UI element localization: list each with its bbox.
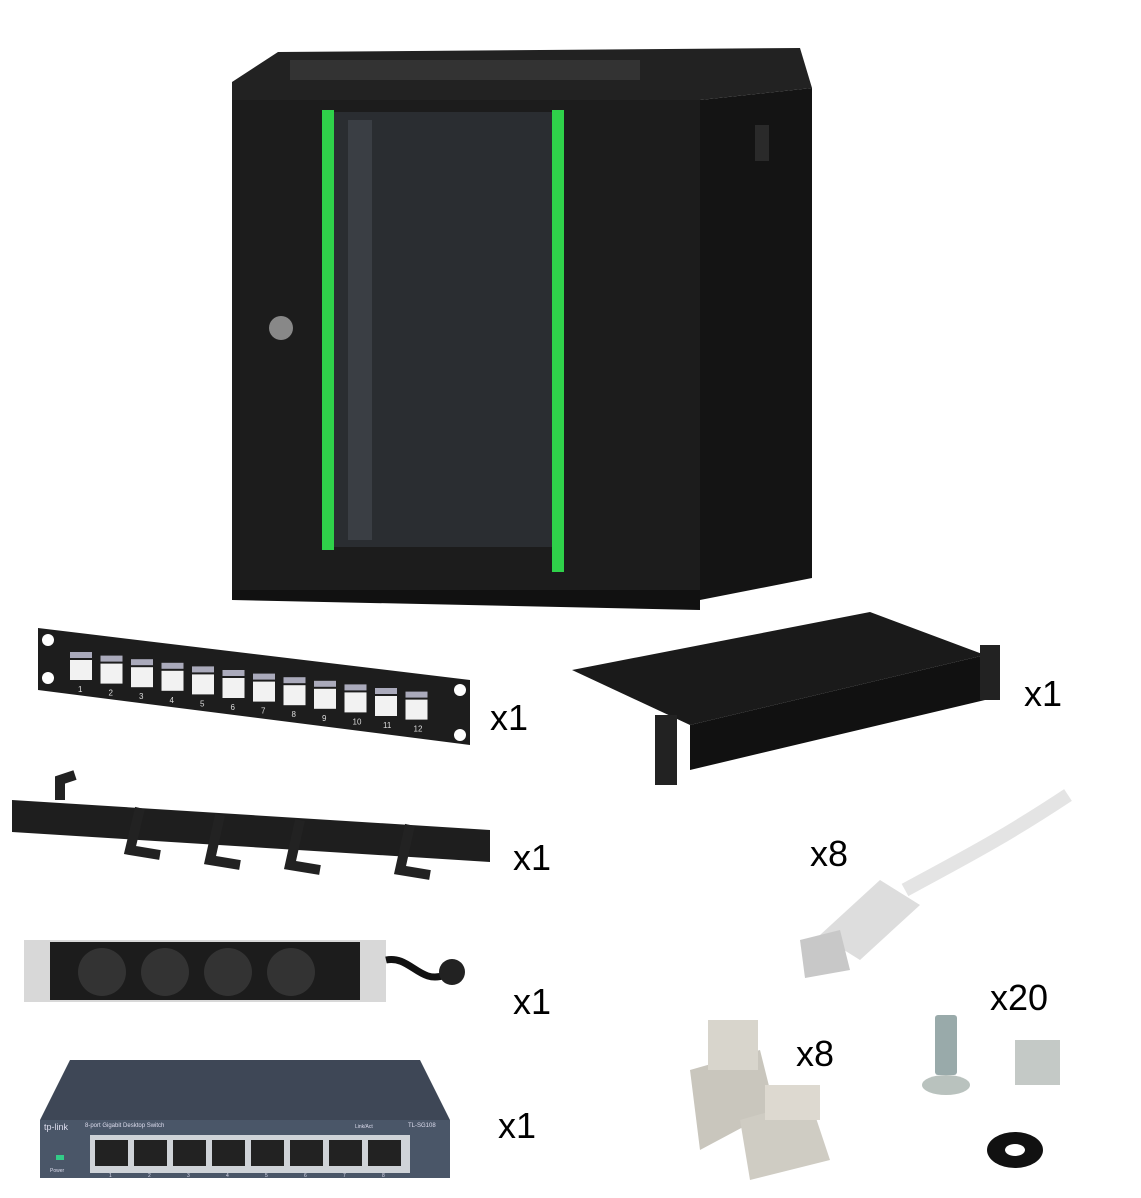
switch-port: [290, 1140, 323, 1166]
patch-panel-port-number: 5: [200, 699, 205, 708]
patch-panel-port-number: 8: [292, 710, 297, 719]
patch-panel-port: [161, 670, 184, 691]
switch-model: TL-SG108: [408, 1123, 436, 1129]
switch-port-number: 1: [109, 1173, 112, 1179]
patch-panel-label-strip: [131, 659, 153, 666]
patch-panel-label-strip: [314, 680, 336, 687]
patch-panel-port-number: 6: [231, 703, 236, 712]
patch-panel-port: [100, 663, 123, 684]
switch-quantity: x1: [498, 1105, 537, 1146]
patch-panel-label-strip: [283, 677, 306, 684]
switch-power-label: Power: [50, 1168, 65, 1174]
patch-panel-port: [283, 685, 306, 706]
switch-port: [329, 1140, 362, 1166]
switch-port-number: 5: [265, 1173, 268, 1179]
patch-panel-label-strip: [222, 670, 245, 676]
network-switch: 1 2 3 4 5 6 7 8 tp-link 8-port Gigabit Desktop …: [40, 1060, 450, 1180]
patch-panel-port: [192, 674, 214, 695]
switch-port: [251, 1140, 284, 1166]
patch-panel-port: [131, 667, 153, 688]
patch-panel-port-number: 7: [261, 707, 266, 716]
patch-panel-port: [253, 681, 275, 702]
patch-cable-quantity: x8: [810, 833, 849, 874]
patch-panel-label-strip: [70, 652, 92, 658]
switch-description: 8-port Gigabit Desktop Switch: [85, 1123, 165, 1129]
switch-port: [134, 1140, 167, 1166]
patch-panel-quantity: x1: [490, 697, 529, 738]
patch-panel-port-number: 11: [383, 721, 392, 730]
patch-panel-port-number: 12: [414, 725, 423, 734]
patch-panel-label-strip: [100, 655, 123, 662]
patch-panel-port: [405, 699, 428, 720]
switch-port: [368, 1140, 401, 1166]
patch-panel-port-number: 2: [109, 689, 114, 698]
patch-panel-label-strip: [375, 688, 397, 694]
patch-panel-port: [344, 692, 367, 713]
switch-port-number: 3: [187, 1173, 190, 1179]
switch-port-number: 7: [343, 1173, 346, 1179]
patch-panel-port-number: 9: [322, 714, 327, 723]
patch-panel-port-number: 1: [78, 685, 83, 694]
shelf-quantity: x1: [1024, 673, 1063, 714]
patch-panel-port-number: 4: [170, 696, 175, 705]
switch-port-number: 8: [382, 1173, 385, 1179]
patch-panel-label-strip: [405, 691, 428, 698]
patch-panel-label-strip: [161, 662, 184, 669]
patch-panel-label-strip: [253, 673, 275, 680]
switch-brand: tp-link: [44, 1122, 69, 1132]
patch-panel-label-strip: [344, 684, 367, 691]
switch-port-number: 6: [304, 1173, 307, 1179]
patch-panel-port: [314, 688, 336, 709]
screws-quantity: x20: [990, 977, 1049, 1018]
switch-port: [95, 1140, 128, 1166]
patch-panel-port: [375, 696, 397, 716]
switch-link-label: Link/Act: [355, 1124, 373, 1130]
network-cabinet-image: [232, 48, 812, 610]
cable-manager-quantity: x1: [513, 837, 552, 878]
switch-port-number: 4: [226, 1173, 229, 1179]
switch-port: [212, 1140, 245, 1166]
patch-panel-port-number: 3: [139, 692, 144, 701]
keystone-quantity: x8: [796, 1033, 835, 1074]
patch-panel-port: [70, 660, 92, 680]
pdu-quantity: x1: [513, 981, 552, 1022]
switch-port-number: 2: [148, 1173, 151, 1179]
patch-panel-port: [222, 678, 245, 698]
patch-panel-label-strip: [192, 666, 214, 673]
patch-panel-port-number: 10: [353, 717, 362, 726]
switch-port: [173, 1140, 206, 1166]
